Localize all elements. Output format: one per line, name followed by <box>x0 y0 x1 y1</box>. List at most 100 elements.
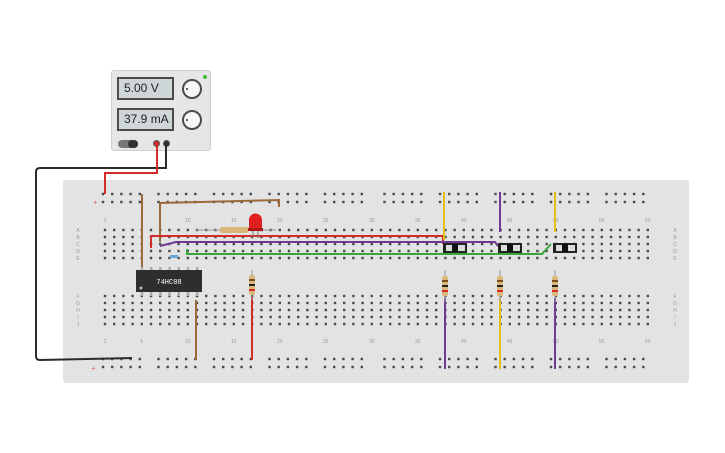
breadboard-hole[interactable] <box>466 192 469 196</box>
breadboard-hole[interactable] <box>435 308 438 312</box>
breadboard-hole[interactable] <box>184 357 188 361</box>
breadboard-hole[interactable] <box>277 192 280 196</box>
breadboard-hole[interactable] <box>512 200 516 204</box>
breadboard-hole[interactable] <box>600 242 603 246</box>
breadboard-hole[interactable] <box>490 242 493 246</box>
breadboard-hole[interactable] <box>333 301 337 305</box>
breadboard-hole[interactable] <box>278 249 281 253</box>
breadboard-hole[interactable] <box>559 192 562 196</box>
breadboard-hole[interactable] <box>184 365 188 369</box>
breadboard-hole[interactable] <box>168 256 171 260</box>
breadboard-hole[interactable] <box>286 365 290 369</box>
breadboard-hole[interactable] <box>315 301 318 305</box>
breadboard-hole[interactable] <box>360 200 363 204</box>
breadboard-hole[interactable] <box>315 315 318 319</box>
breadboard-hole[interactable] <box>287 294 291 298</box>
breadboard-hole[interactable] <box>205 249 208 253</box>
breadboard-hole[interactable] <box>508 294 511 298</box>
breadboard-hole[interactable] <box>306 322 309 326</box>
breadboard-hole[interactable] <box>448 365 451 369</box>
breadboard-hole[interactable] <box>214 242 217 246</box>
breadboard-hole[interactable] <box>343 294 346 298</box>
breadboard-hole[interactable] <box>278 294 281 298</box>
breadboard-hole[interactable] <box>343 322 346 326</box>
breadboard-hole[interactable] <box>517 315 521 319</box>
breadboard-hole[interactable] <box>453 228 456 232</box>
breadboard-hole[interactable] <box>462 308 465 312</box>
breadboard-hole[interactable] <box>315 249 318 253</box>
breadboard-hole[interactable] <box>297 228 300 232</box>
breadboard-hole[interactable] <box>333 200 336 204</box>
green-wire[interactable] <box>186 243 552 255</box>
breadboard-hole[interactable] <box>269 301 272 305</box>
breadboard-hole[interactable] <box>398 242 401 246</box>
breadboard-hole[interactable] <box>101 200 105 204</box>
breadboard-hole[interactable] <box>177 228 180 232</box>
breadboard-hole[interactable] <box>503 365 506 369</box>
breadboard-hole[interactable] <box>342 200 345 204</box>
breadboard-hole[interactable] <box>269 294 272 298</box>
breadboard-hole[interactable] <box>333 294 337 298</box>
breadboard-hole[interactable] <box>278 301 281 305</box>
breadboard-hole[interactable] <box>471 301 475 305</box>
breadboard-hole[interactable] <box>241 256 245 260</box>
breadboard-hole[interactable] <box>214 249 217 253</box>
breadboard-hole[interactable] <box>512 192 516 196</box>
breadboard-hole[interactable] <box>591 256 594 260</box>
breadboard-hole[interactable] <box>342 357 345 361</box>
breadboard-hole[interactable] <box>398 256 401 260</box>
breadboard-hole[interactable] <box>554 235 557 239</box>
breadboard-hole[interactable] <box>361 256 364 260</box>
breadboard-hole[interactable] <box>269 315 272 319</box>
breadboard-hole[interactable] <box>577 192 580 196</box>
breadboard-hole[interactable] <box>232 315 235 319</box>
breadboard-hole[interactable] <box>517 294 521 298</box>
breadboard-hole[interactable] <box>568 357 571 361</box>
breadboard-hole[interactable] <box>508 308 511 312</box>
breadboard-hole[interactable] <box>260 256 263 260</box>
breadboard-hole[interactable] <box>287 228 291 232</box>
breadboard-hole[interactable] <box>343 301 346 305</box>
breadboard-hole[interactable] <box>494 200 497 204</box>
breadboard-hole[interactable] <box>609 322 613 326</box>
breadboard-hole[interactable] <box>140 308 143 312</box>
breadboard-hole[interactable] <box>453 294 456 298</box>
breadboard-hole[interactable] <box>490 256 493 260</box>
breadboard-hole[interactable] <box>232 322 235 326</box>
breadboard-hole[interactable] <box>536 322 539 326</box>
breadboard-hole[interactable] <box>448 192 451 196</box>
breadboard-hole[interactable] <box>333 357 336 361</box>
breadboard-hole[interactable] <box>324 256 327 260</box>
breadboard-hole[interactable] <box>260 322 263 326</box>
breadboard-hole[interactable] <box>531 357 534 361</box>
breadboard-hole[interactable] <box>370 249 373 253</box>
breadboard-hole[interactable] <box>609 228 613 232</box>
breadboard-hole[interactable] <box>545 242 548 246</box>
breadboard-hole[interactable] <box>508 228 511 232</box>
breadboard-hole[interactable] <box>586 357 589 361</box>
breadboard-hole[interactable] <box>287 315 291 319</box>
breadboard-hole[interactable] <box>517 256 521 260</box>
breadboard-hole[interactable] <box>361 301 364 305</box>
breadboard-hole[interactable] <box>113 242 116 246</box>
breadboard-hole[interactable] <box>194 192 197 196</box>
breadboard-hole[interactable] <box>149 315 153 319</box>
breadboard-hole[interactable] <box>268 365 271 369</box>
breadboard-hole[interactable] <box>591 315 594 319</box>
breadboard-hole[interactable] <box>554 256 557 260</box>
breadboard-hole[interactable] <box>619 294 622 298</box>
breadboard-hole[interactable] <box>113 315 116 319</box>
breadboard-hole[interactable] <box>591 294 594 298</box>
breadboard-hole[interactable] <box>416 315 419 319</box>
breadboard-hole[interactable] <box>212 357 216 361</box>
breadboard-hole[interactable] <box>103 242 107 246</box>
breadboard-hole[interactable] <box>306 294 309 298</box>
breadboard-hole[interactable] <box>278 322 281 326</box>
breadboard-hole[interactable] <box>549 200 553 204</box>
breadboard-hole[interactable] <box>149 301 153 305</box>
breadboard-hole[interactable] <box>177 308 180 312</box>
breadboard-hole[interactable] <box>471 322 475 326</box>
breadboard-hole[interactable] <box>297 249 300 253</box>
breadboard-hole[interactable] <box>278 256 281 260</box>
breadboard-hole[interactable] <box>186 228 189 232</box>
